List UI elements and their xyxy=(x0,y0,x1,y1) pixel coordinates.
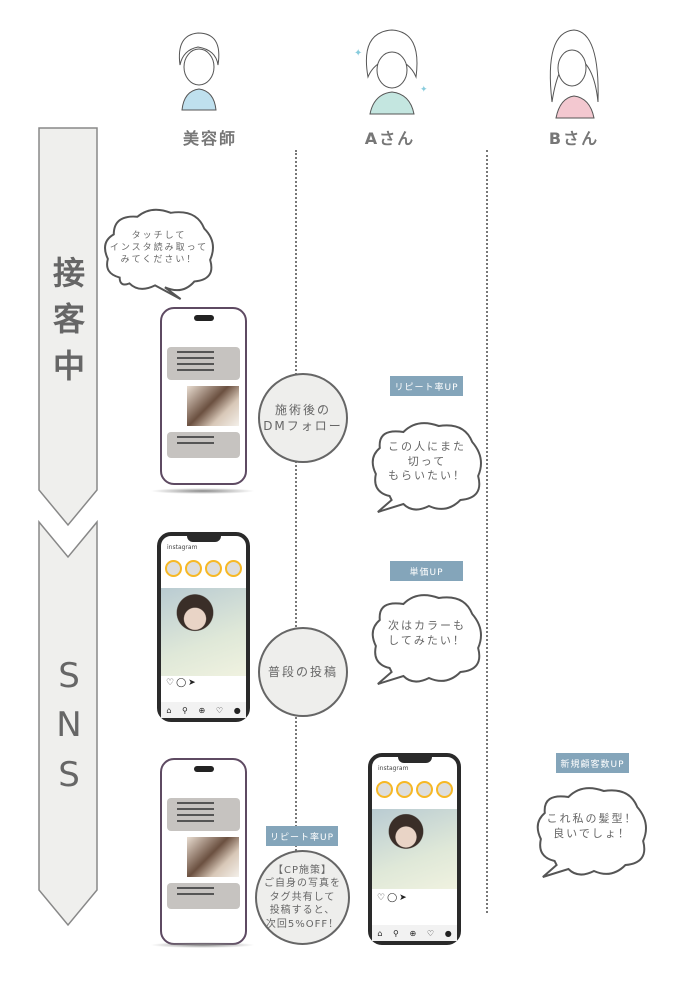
profile-icon: ● xyxy=(233,705,241,715)
stylist-avatar xyxy=(178,32,220,111)
add-icon: ⊕ xyxy=(198,705,206,715)
callout-dm-follow: 施術後の DMフォロー xyxy=(258,373,348,463)
phone-dm-2 xyxy=(160,758,247,945)
phase-label-reception: 接客中 xyxy=(52,254,85,385)
callout-text: 普段の投稿 xyxy=(267,664,338,679)
cloud-text: 次はカラーも してみたい！ xyxy=(388,619,466,647)
callout-text: 【CP施策】 ご自身の写真を タグ共有して 投稿すると、 次回5%OFF！ xyxy=(264,864,341,930)
post-photo xyxy=(372,809,457,889)
heart-icon: ♡ xyxy=(426,928,435,938)
search-icon: ⚲ xyxy=(393,928,399,938)
svg-text:✦: ✦ xyxy=(354,48,362,59)
bottom-nav: ⌂ ⚲ ⊕ ♡ ● xyxy=(372,925,457,941)
story-row xyxy=(376,781,453,798)
lifeline-customer-a xyxy=(295,150,297,942)
phone-instagram-1: instagram ♡◯➤ ⌂ ⚲ ⊕ ♡ ● xyxy=(157,532,250,722)
story-row xyxy=(165,560,242,577)
post-actions-icons: ♡◯➤ xyxy=(377,893,409,903)
phone-shadow xyxy=(150,488,255,494)
phase-arrow-reception xyxy=(38,127,98,527)
cloud-text: これ私の髪型！ 良いでしょ！ xyxy=(546,812,638,840)
add-icon: ⊕ xyxy=(409,928,417,938)
speech-cloud-my-hair: これ私の髪型！ 良いでしょ！ xyxy=(533,783,651,883)
home-icon: ⌂ xyxy=(166,705,172,715)
speech-cloud-cut-again: この人にまた 切って もらいたい！ xyxy=(368,418,486,518)
customer-a-avatar: ✦✦ xyxy=(354,29,428,115)
dm-message-bubble xyxy=(167,432,240,458)
tag-repeat-rate-up-2: リピート率UP xyxy=(266,826,338,846)
phone-instagram-2: instagram ♡◯➤ ⌂ ⚲ ⊕ ♡ ● xyxy=(368,753,461,945)
phase-label-sns: SNS xyxy=(56,656,82,795)
svg-text:✦: ✦ xyxy=(420,85,428,95)
phone-shadow xyxy=(150,942,255,948)
instagram-header: instagram xyxy=(378,765,409,772)
dm-photo xyxy=(187,837,239,877)
dm-photo xyxy=(187,386,239,426)
dm-message-bubble xyxy=(167,347,240,380)
profile-icon: ● xyxy=(444,928,452,938)
tag-repeat-rate-up: リピート率UP xyxy=(390,376,463,396)
cloud-text: タッチして インスタ読み取って みてください！ xyxy=(109,230,209,266)
bottom-nav: ⌂ ⚲ ⊕ ♡ ● xyxy=(161,702,246,718)
instagram-header: instagram xyxy=(167,544,198,551)
callout-text: 施術後の DMフォロー xyxy=(263,402,343,433)
phone-dm-1 xyxy=(160,307,247,485)
post-actions-icons: ♡◯➤ xyxy=(166,678,198,688)
actor-label-customer-b: Bさん xyxy=(548,129,600,148)
cloud-text: この人にまた 切って もらいたい！ xyxy=(388,439,466,483)
phase-arrow-sns xyxy=(38,519,98,927)
heart-icon: ♡ xyxy=(215,705,224,715)
home-icon: ⌂ xyxy=(377,928,383,938)
tag-new-customers-up: 新規顧客数UP xyxy=(556,753,629,773)
speech-cloud-color: 次はカラーも してみたい！ xyxy=(368,590,486,690)
callout-campaign: 【CP施策】 ご自身の写真を タグ共有して 投稿すると、 次回5%OFF！ xyxy=(255,850,350,945)
actor-label-stylist: 美容師 xyxy=(182,129,237,148)
phase-arrows xyxy=(38,127,98,927)
speech-cloud-touch: タッチして インスタ読み取って みてください！ xyxy=(100,205,218,303)
post-photo xyxy=(161,588,246,676)
callout-daily-post: 普段の投稿 xyxy=(258,627,348,717)
dm-message-bubble xyxy=(167,883,240,909)
dm-message-bubble xyxy=(167,798,240,831)
tag-unit-price-up: 単価UP xyxy=(390,561,463,581)
search-icon: ⚲ xyxy=(182,705,188,715)
customer-b-avatar xyxy=(549,29,599,119)
lifeline-customer-b xyxy=(486,150,488,913)
actor-label-customer-a: Aさん xyxy=(364,129,416,148)
